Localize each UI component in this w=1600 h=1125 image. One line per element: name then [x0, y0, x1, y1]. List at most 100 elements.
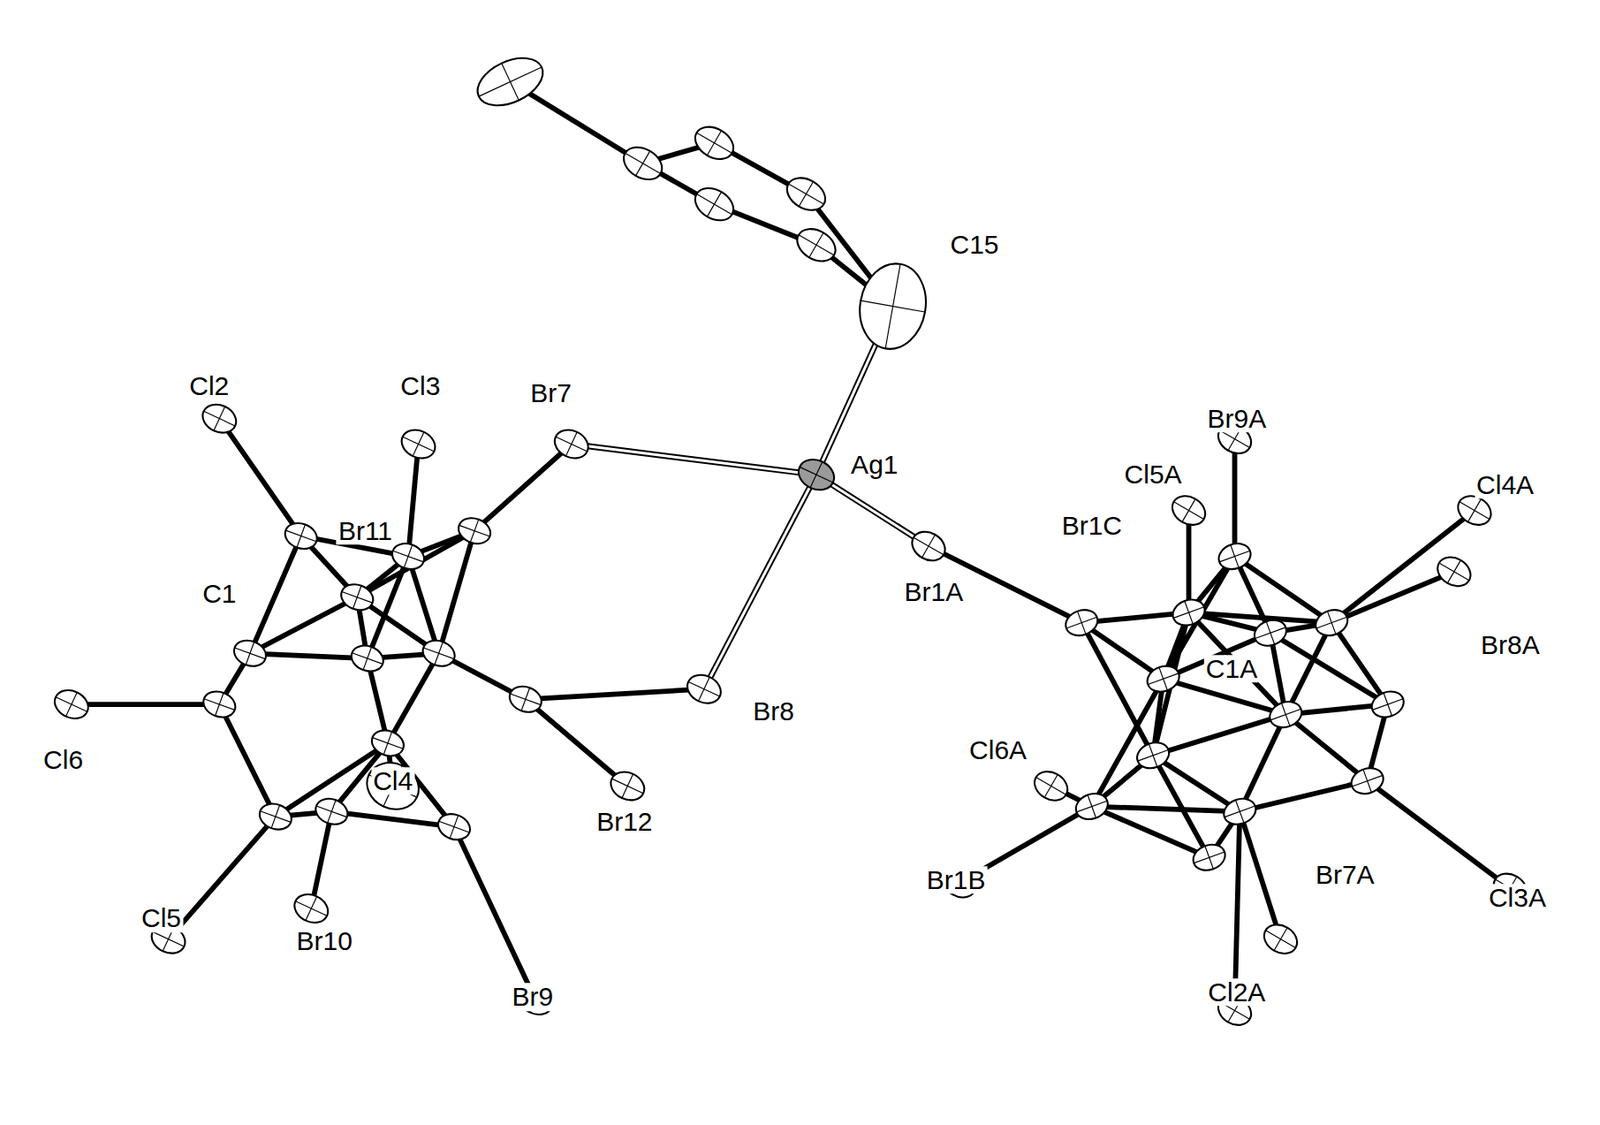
- atom-ellipsoid: [337, 579, 377, 615]
- covalent-bond: [310, 811, 332, 909]
- ellipsoid-axis: [271, 804, 280, 828]
- ellipsoid-axis: [66, 691, 78, 716]
- atom-ellipsoid: [1168, 595, 1208, 630]
- ellipsoid-axis: [698, 676, 711, 701]
- ellipsoid-outline: [1029, 765, 1073, 807]
- ellipsoid-axis: [305, 895, 318, 920]
- covalent-bond: [1232, 439, 1238, 557]
- covalent-bond: [1331, 571, 1455, 623]
- ellipsoid-axis: [1044, 773, 1058, 797]
- atom-label: Cl6: [41, 746, 85, 775]
- atom-ellipsoid: [1266, 697, 1305, 732]
- atom-ellipsoid: [907, 525, 951, 567]
- ellipsoid-outline: [1167, 490, 1211, 531]
- covalent-bond: [1091, 806, 1210, 858]
- covalent-bond: [1285, 714, 1367, 782]
- ellipsoid-outline: [348, 641, 387, 676]
- ellipsoid-outline: [853, 257, 933, 354]
- covalent-bond: [474, 444, 572, 531]
- covalent-bond: [219, 418, 301, 537]
- ellipsoid-axis: [565, 432, 577, 456]
- ellipsoid-outline: [618, 140, 668, 186]
- ellipsoid-outline: [793, 454, 839, 496]
- ellipsoid-axis: [1281, 703, 1290, 727]
- atom-ellipsoid: [506, 682, 546, 717]
- ellipsoid-axis: [636, 151, 651, 176]
- ellipsoid-axis: [470, 519, 478, 543]
- ellipsoid-outline: [199, 687, 239, 722]
- covalent-bond: [387, 652, 440, 744]
- atom-label: Cl3: [398, 371, 442, 401]
- atom-ellipsoid: [348, 641, 387, 676]
- ellipsoid-axis: [296, 523, 305, 547]
- ellipsoid-axis: [1087, 795, 1096, 819]
- ellipsoid-outline: [1311, 605, 1351, 640]
- covalent-bond: [1239, 811, 1281, 939]
- atom-ellipsoid: [1144, 661, 1183, 697]
- ellipsoid-outline: [419, 636, 459, 671]
- ellipsoid-outline: [1348, 763, 1388, 798]
- ellipsoid-axis: [213, 406, 226, 431]
- ellipsoid-axis: [810, 462, 823, 488]
- atom-ellipsoid: [359, 754, 427, 818]
- covalent-bond: [439, 530, 475, 654]
- atom-label: Br9A: [1205, 404, 1268, 433]
- ellipsoid-outline: [197, 399, 241, 439]
- atom-ellipsoid: [1167, 490, 1211, 531]
- atom-label: Br11: [336, 516, 395, 546]
- ellipsoid-outline: [1258, 918, 1303, 960]
- atom-ellipsoid: [1133, 737, 1173, 773]
- atom-label: Br7A: [1313, 860, 1377, 889]
- ellipsoid-outline: [368, 726, 408, 761]
- ellipsoid-outline: [1266, 697, 1305, 732]
- atom-label: Cl3A: [1486, 884, 1548, 913]
- covalent-bond: [1270, 632, 1388, 705]
- atom-label: Br7: [528, 379, 574, 408]
- atom-ellipsoid: [1368, 687, 1408, 722]
- ellipsoid-outline: [1251, 615, 1290, 651]
- atom-label: Br8: [750, 697, 797, 726]
- covalent-bond: [1186, 510, 1192, 613]
- atom-label: Cl5: [139, 904, 183, 933]
- ellipsoid-axis: [922, 534, 936, 558]
- atom-label: Cl5A: [1122, 460, 1184, 489]
- covalent-bond: [1239, 781, 1367, 812]
- ellipsoid-axis: [1230, 545, 1239, 569]
- covalent-bond: [168, 816, 276, 940]
- atom-ellipsoid: [618, 140, 668, 186]
- atom-label: Cl4A: [1474, 470, 1536, 500]
- ellipsoid-outline: [1220, 794, 1259, 829]
- atoms: [50, 48, 1532, 1031]
- ellipsoid-outline: [470, 48, 551, 115]
- ellipsoid-axis: [1327, 611, 1336, 635]
- atom-ellipsoid: [230, 636, 270, 671]
- atom-ellipsoid: [454, 513, 494, 548]
- covalent-bond: [1367, 781, 1511, 888]
- covalent-bond: [525, 698, 628, 786]
- ellipsoid-axis: [327, 799, 336, 823]
- ellipsoid-outline: [682, 669, 726, 709]
- ellipsoid-axis: [245, 641, 254, 665]
- atom-ellipsoid: [199, 687, 239, 722]
- atom-label: Br12: [594, 807, 654, 836]
- covalent-bond: [408, 556, 440, 654]
- ellipsoid-axis: [434, 641, 443, 665]
- ellipsoid-axis: [1077, 611, 1086, 635]
- atom-ellipsoid: [1220, 794, 1259, 829]
- ellipsoid-outline: [359, 754, 427, 818]
- atom-label: Br10: [295, 926, 355, 956]
- ellipsoid-axis: [1148, 743, 1157, 767]
- atom-ellipsoid: [419, 636, 459, 671]
- ellipsoid-outline: [337, 579, 377, 615]
- atom-ellipsoid: [470, 48, 551, 115]
- ellipsoid-axis: [885, 264, 901, 349]
- ellipsoid-axis: [1159, 667, 1168, 691]
- ellipsoid-axis: [706, 191, 721, 217]
- ellipsoid-axis: [706, 130, 721, 156]
- ellipsoid-outline: [1133, 737, 1173, 773]
- coordination-bond-core: [571, 444, 817, 476]
- covalent-bond: [454, 826, 536, 1001]
- covalent-bond: [525, 689, 705, 700]
- atom-ellipsoid: [689, 181, 739, 228]
- bonds: [71, 82, 1511, 1011]
